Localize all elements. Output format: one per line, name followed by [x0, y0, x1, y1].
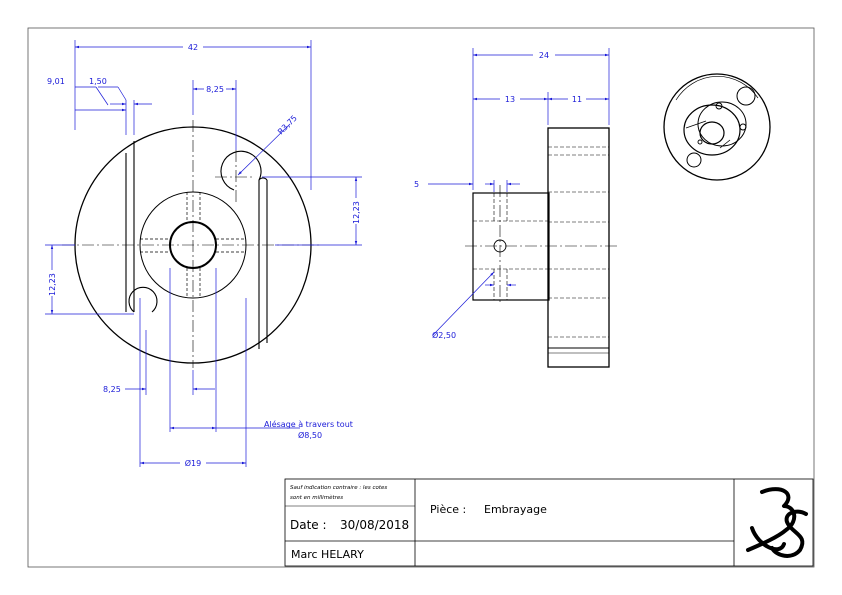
right-slot	[220, 150, 268, 349]
side-hidden-lines	[473, 146, 609, 338]
date-label: Date :	[290, 518, 327, 532]
dim-8-25-top: 8,25	[206, 85, 224, 94]
side-hub	[472, 192, 550, 301]
date-value: 30/08/2018	[340, 518, 409, 532]
dim-12-23-left: 12,23	[48, 273, 57, 296]
hidden-holes	[140, 192, 246, 298]
bore-note-line2: Ø8,50	[298, 430, 322, 440]
dim-1-50: 1,50	[89, 77, 107, 86]
title-block: Sauf indication contraire : les cotes so…	[284, 478, 814, 567]
dim-9-01: 9,01	[47, 77, 65, 86]
dim-5: 5	[414, 180, 419, 189]
center-lines	[62, 120, 322, 368]
left-slot	[125, 141, 158, 313]
dim-hole-dia: Ø2,50	[432, 330, 456, 340]
dim-overall-width: 42	[188, 43, 198, 52]
title-note-line2: sont en millimètres	[290, 494, 343, 501]
bore-note-line1: Alésage à travers tout	[264, 419, 353, 429]
part-label: Pièce :	[430, 503, 466, 516]
dim-13: 13	[505, 95, 515, 104]
side-dimension-labels: 24 13 11 5 Ø2,50	[414, 50, 586, 340]
side-disk	[547, 127, 610, 368]
dim-12-23-right: 12,23	[352, 201, 361, 224]
front-dimension-labels: 42 9,01 1,50 8,25 R3,75 12,23 12,23 8,25…	[47, 42, 361, 468]
sheet-border	[27, 27, 815, 568]
dim-radius: R3,75	[276, 114, 299, 137]
front-view	[62, 120, 322, 368]
author-name: Marc HELARY	[291, 548, 364, 561]
side-view	[465, 127, 620, 368]
ds-logo	[746, 487, 808, 558]
dim-8-25-bottom: 8,25	[103, 385, 121, 394]
title-note-line1: Sauf indication contraire : les cotes	[290, 485, 387, 491]
side-dimensions	[428, 48, 610, 336]
front-dimensions	[45, 40, 362, 467]
dim-dia-19: Ø19	[185, 458, 201, 468]
iso-view	[663, 73, 771, 181]
part-name: Embrayage	[484, 503, 547, 516]
dim-overall-length: 24	[539, 51, 549, 60]
dim-11: 11	[572, 95, 582, 104]
